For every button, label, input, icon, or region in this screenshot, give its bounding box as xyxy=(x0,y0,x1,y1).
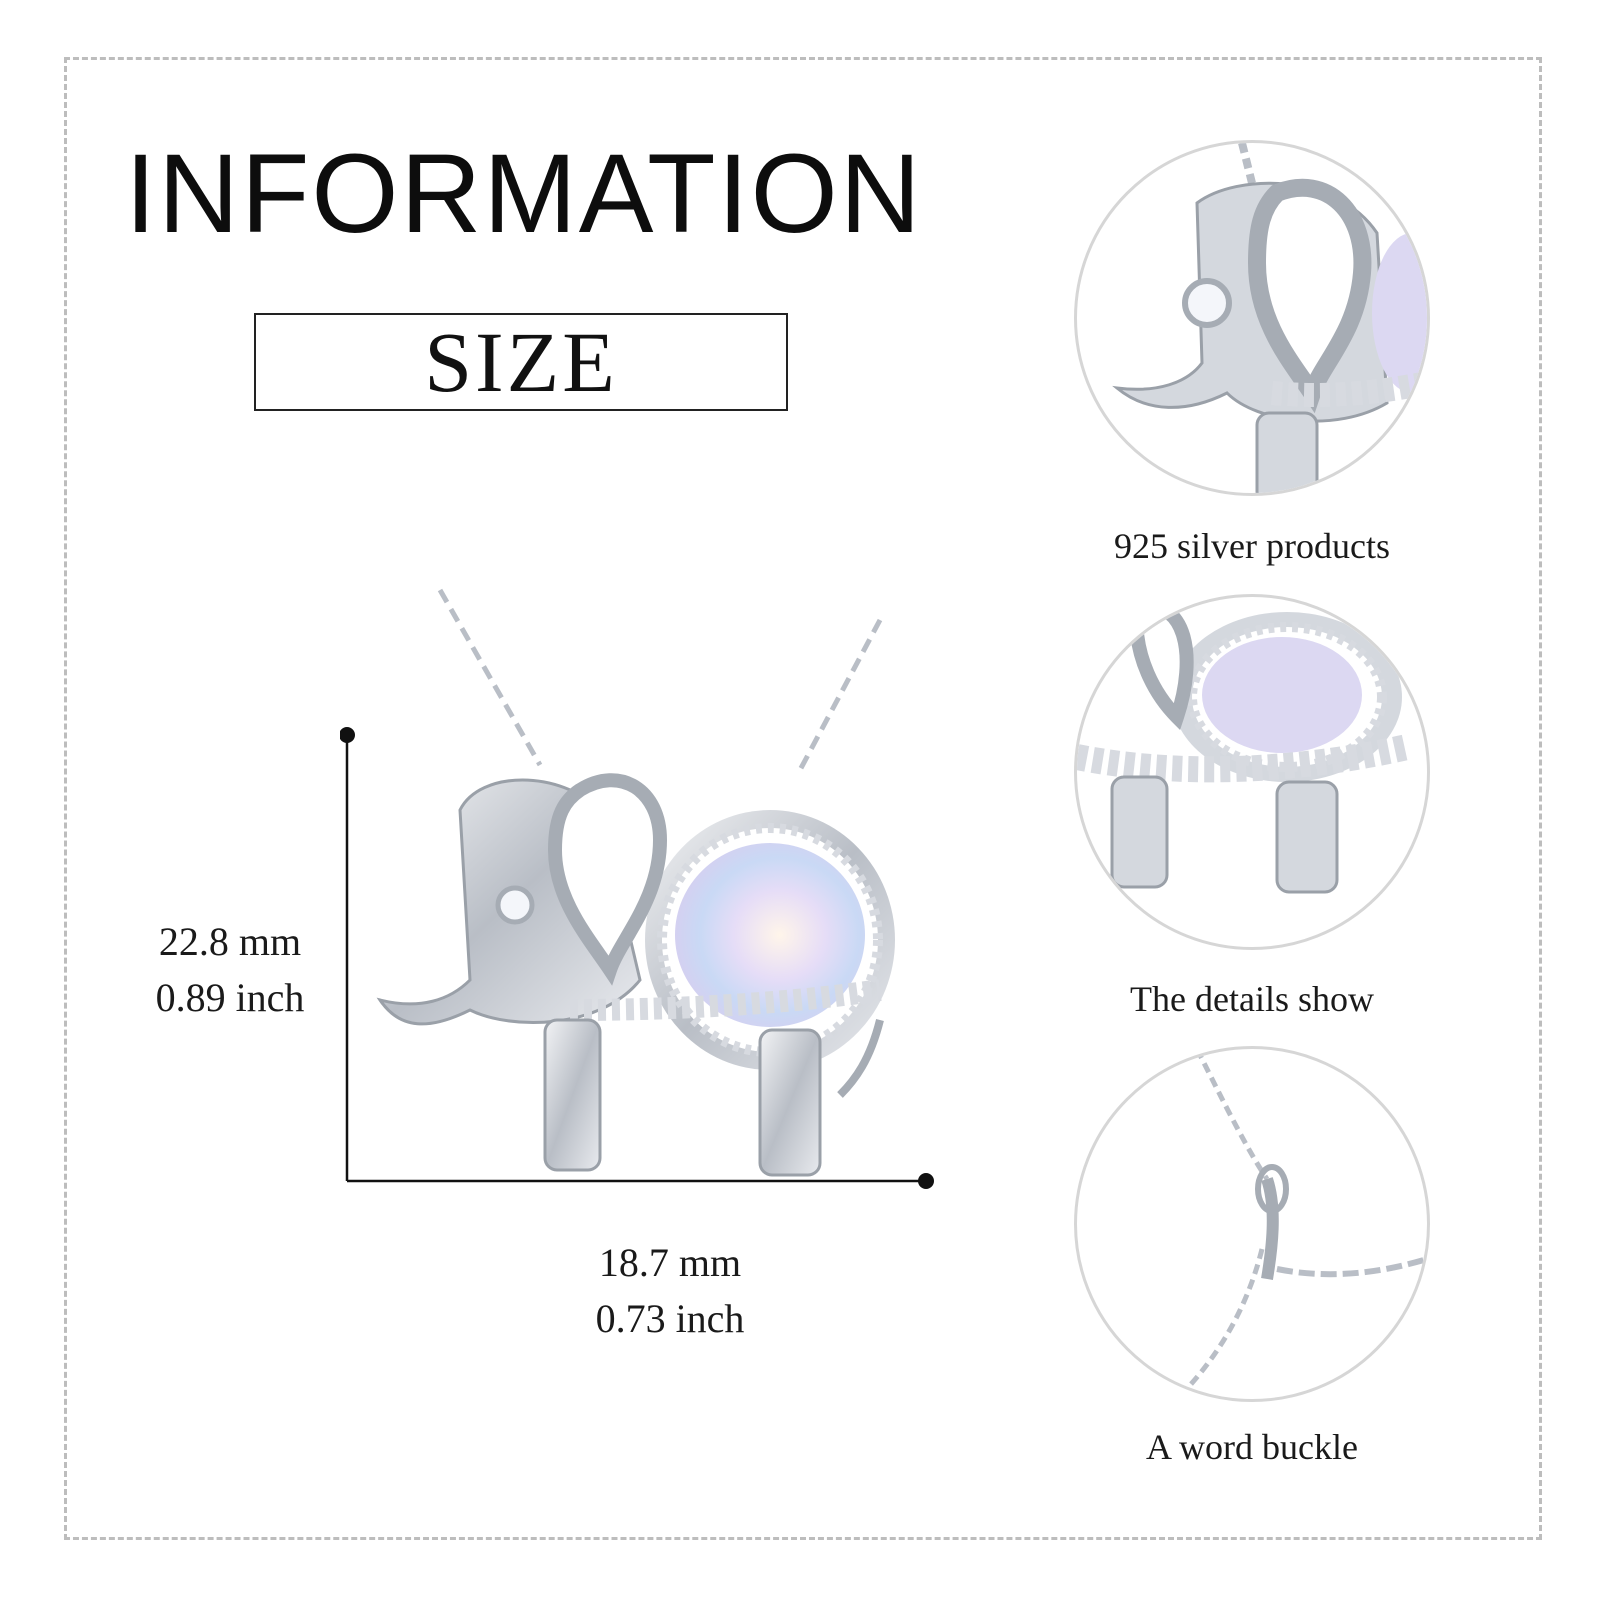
pendant-illustration xyxy=(340,588,934,1189)
caption-word-buckle: A word buckle xyxy=(1146,1427,1358,1467)
detail-circle-body xyxy=(1074,594,1430,950)
width-mm: 18.7 mm xyxy=(598,1240,742,1285)
width-dimension: 18.7 mm 0.73 inch xyxy=(570,1235,770,1347)
dimension-lines xyxy=(340,727,934,1189)
size-label: SIZE xyxy=(424,314,618,410)
chain-clasp-closeup-icon xyxy=(1175,1049,1427,1399)
necklace-chain xyxy=(437,588,883,772)
size-label-box: SIZE xyxy=(254,313,788,411)
detail-circle-clasp xyxy=(1074,1046,1430,1402)
dashed-frame xyxy=(64,57,1542,1540)
caption-details-show: The details show xyxy=(1130,979,1374,1019)
page-title: INFORMATION xyxy=(125,131,923,256)
elephant-pendant xyxy=(376,773,895,1177)
height-inch: 0.89 inch xyxy=(155,975,305,1020)
height-dimension: 22.8 mm 0.89 inch xyxy=(135,914,325,1026)
detail-circle-head xyxy=(1074,140,1430,496)
width-inch: 0.73 inch xyxy=(595,1296,745,1341)
caption-silver-products: 925 silver products xyxy=(1114,526,1390,566)
height-mm: 22.8 mm xyxy=(158,919,302,964)
elephant-body-closeup-icon xyxy=(1077,598,1410,894)
elephant-head-closeup-icon xyxy=(1112,143,1427,493)
